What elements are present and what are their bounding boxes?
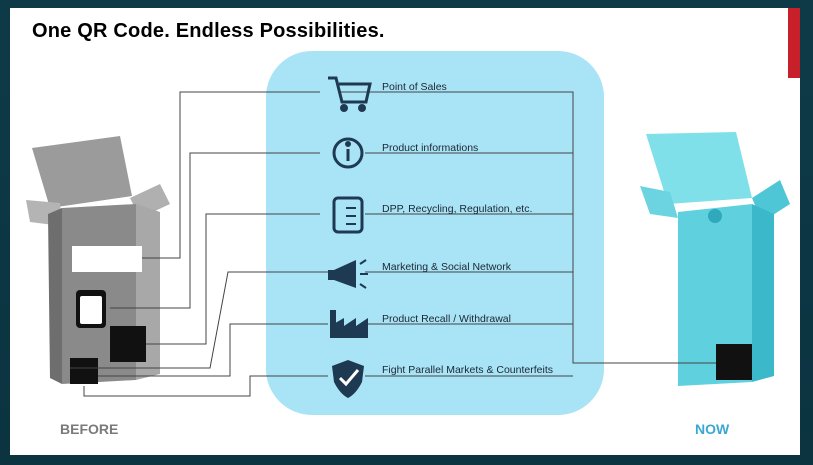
megaphone-icon [328, 259, 368, 289]
diagram-canvas [26, 76, 790, 398]
barcode-icon [72, 246, 142, 272]
item-label-product-recall: Product Recall / Withdrawal [382, 313, 511, 325]
now-box [640, 132, 790, 386]
factory-icon [330, 310, 368, 338]
slide: One QR Code. Endless Possibilities. [10, 8, 800, 455]
qr-code-main [716, 344, 752, 380]
shopping-cart-icon [328, 76, 372, 112]
before-label: BEFORE [60, 421, 119, 437]
document-checklist-icon [332, 196, 364, 234]
item-label-product-informations: Product informations [382, 142, 479, 154]
shield-check-icon [332, 360, 364, 398]
before-box [26, 136, 170, 384]
item-label-marketing: Marketing & Social Network [382, 261, 511, 273]
connector-lines [70, 91, 716, 397]
red-accent-tab [788, 8, 800, 78]
qr-code-small-2 [70, 358, 98, 384]
item-label-fight-parallel-markets: Fight Parallel Markets & Counterfeits [382, 364, 553, 376]
item-label-dpp-recycling: DPP, Recycling, Regulation, etc. [382, 203, 533, 215]
checklist-doc-icon [76, 290, 106, 328]
now-label: NOW [695, 421, 730, 437]
item-label-point-of-sales: Point of Sales [382, 81, 447, 93]
use-case-panel [266, 51, 604, 415]
info-icon [332, 137, 364, 169]
slide-title: One QR Code. Endless Possibilities. [32, 20, 385, 42]
qr-code-small-1 [110, 326, 146, 362]
